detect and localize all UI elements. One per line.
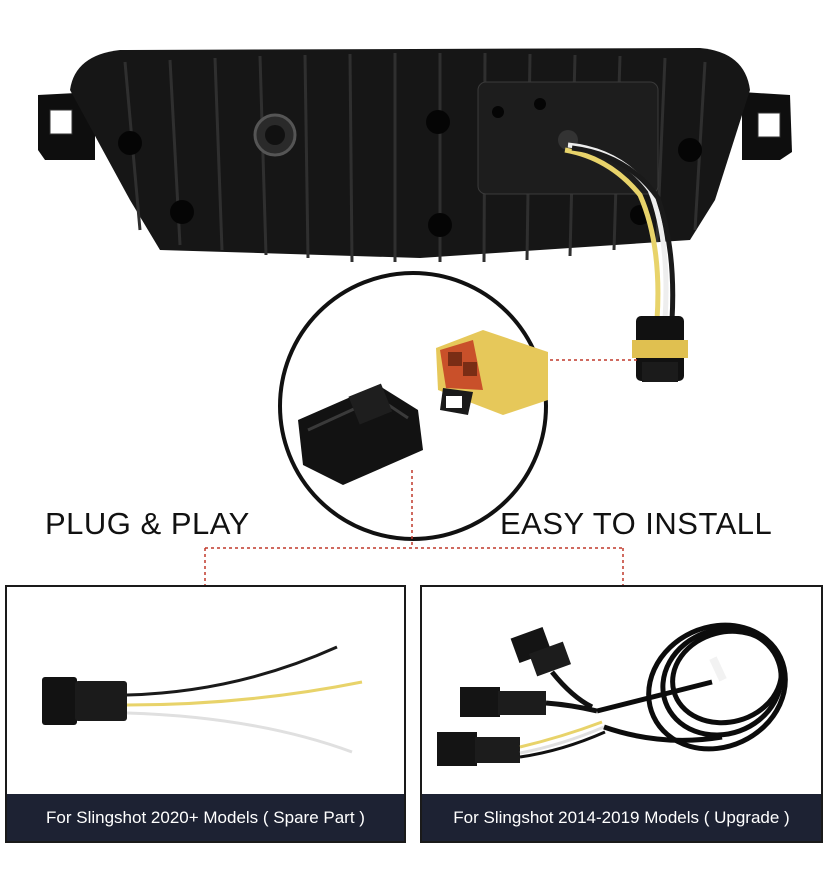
caption-spare-part: For Slingshot 2020+ Models ( Spare Part … bbox=[7, 794, 404, 841]
harness-connector bbox=[42, 677, 77, 725]
panel-spare-part: For Slingshot 2020+ Models ( Spare Part … bbox=[5, 585, 406, 843]
connector-closeup-image bbox=[278, 271, 548, 541]
coiled-cable bbox=[596, 622, 788, 752]
cable-tie bbox=[709, 656, 727, 682]
upgrade-connector-middle bbox=[460, 687, 500, 717]
caption-upgrade: For Slingshot 2014-2019 Models ( Upgrade… bbox=[422, 794, 821, 841]
led-housing-back-image bbox=[38, 48, 792, 382]
headline-plug-and-play: PLUG & PLAY bbox=[45, 506, 250, 541]
headline-easy-to-install: EASY TO INSTALL bbox=[500, 506, 773, 541]
upgrade-harness-image bbox=[437, 622, 788, 766]
spare-part-harness-image bbox=[42, 645, 363, 754]
upgrade-connector-bottom bbox=[437, 732, 477, 766]
female-connector bbox=[436, 330, 548, 415]
guide-lines bbox=[204, 359, 640, 585]
wire-yellow bbox=[564, 147, 661, 321]
male-connector bbox=[298, 383, 423, 485]
wire-black bbox=[571, 145, 676, 321]
panel-upgrade: For Slingshot 2014-2019 Models ( Upgrade… bbox=[420, 585, 823, 843]
